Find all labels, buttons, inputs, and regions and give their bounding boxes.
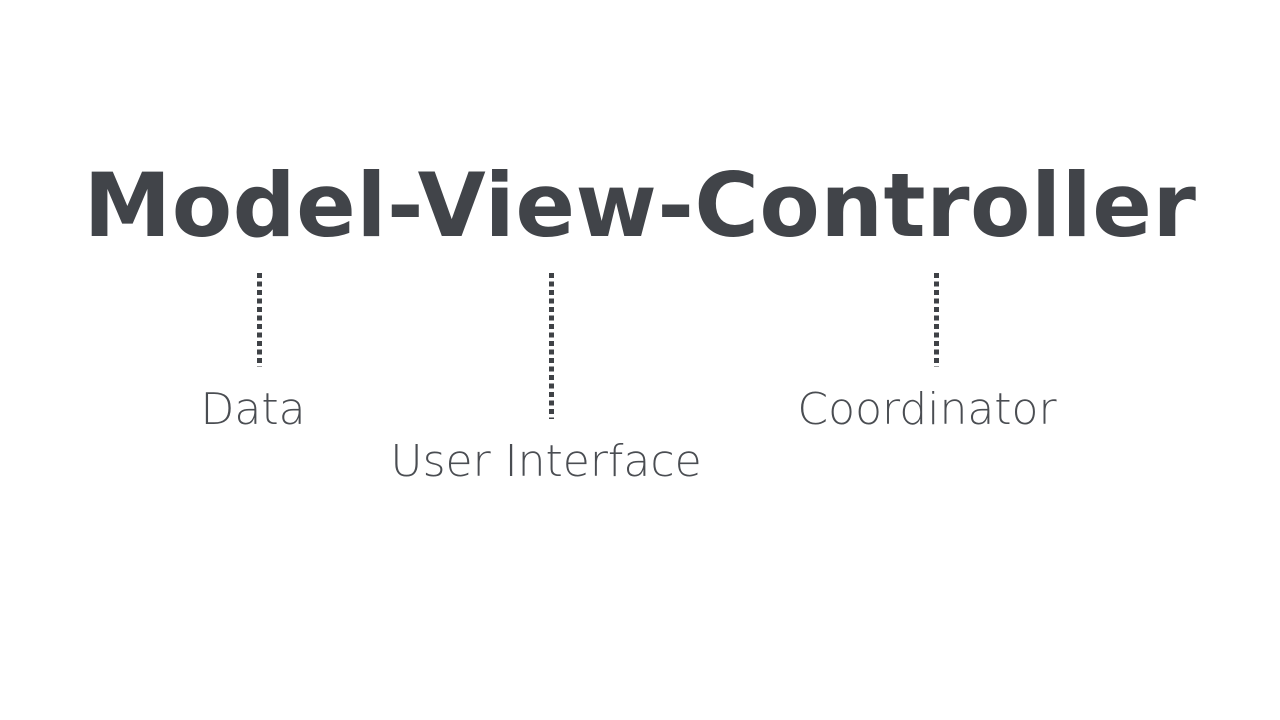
annotation-label-user-interface: User Interface xyxy=(390,436,702,487)
leader-line-data xyxy=(257,273,262,367)
page-title: Model-View-Controller xyxy=(83,154,1197,257)
leader-line-coordinator xyxy=(934,273,939,367)
annotation-label-coordinator: Coordinator xyxy=(797,384,1057,435)
annotation-label-data: Data xyxy=(200,384,306,435)
leader-line-user-interface xyxy=(549,273,554,419)
